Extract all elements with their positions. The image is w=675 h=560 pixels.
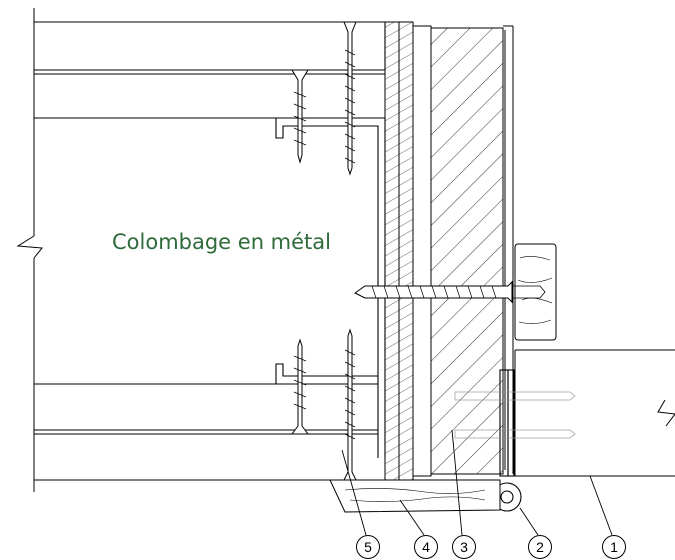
callout-4: 4 (414, 535, 438, 559)
right-frame (505, 349, 675, 477)
bottom-sill (329, 479, 501, 513)
wood-block (514, 243, 557, 341)
lower-stud-members (34, 363, 385, 481)
main-label: Colombage en métal (112, 230, 331, 254)
faded-hinge-screws (454, 391, 576, 439)
callout-5: 5 (356, 535, 380, 559)
callout-2: 2 (528, 535, 552, 559)
lower-screws (291, 328, 357, 481)
callout-3: 3 (452, 535, 476, 559)
sheathing-layers (384, 21, 514, 481)
horizontal-screw (354, 280, 546, 304)
leader-lines (341, 429, 613, 536)
callout-1: 1 (602, 535, 626, 559)
break-line-left (16, 8, 43, 492)
upper-screws (291, 21, 357, 176)
